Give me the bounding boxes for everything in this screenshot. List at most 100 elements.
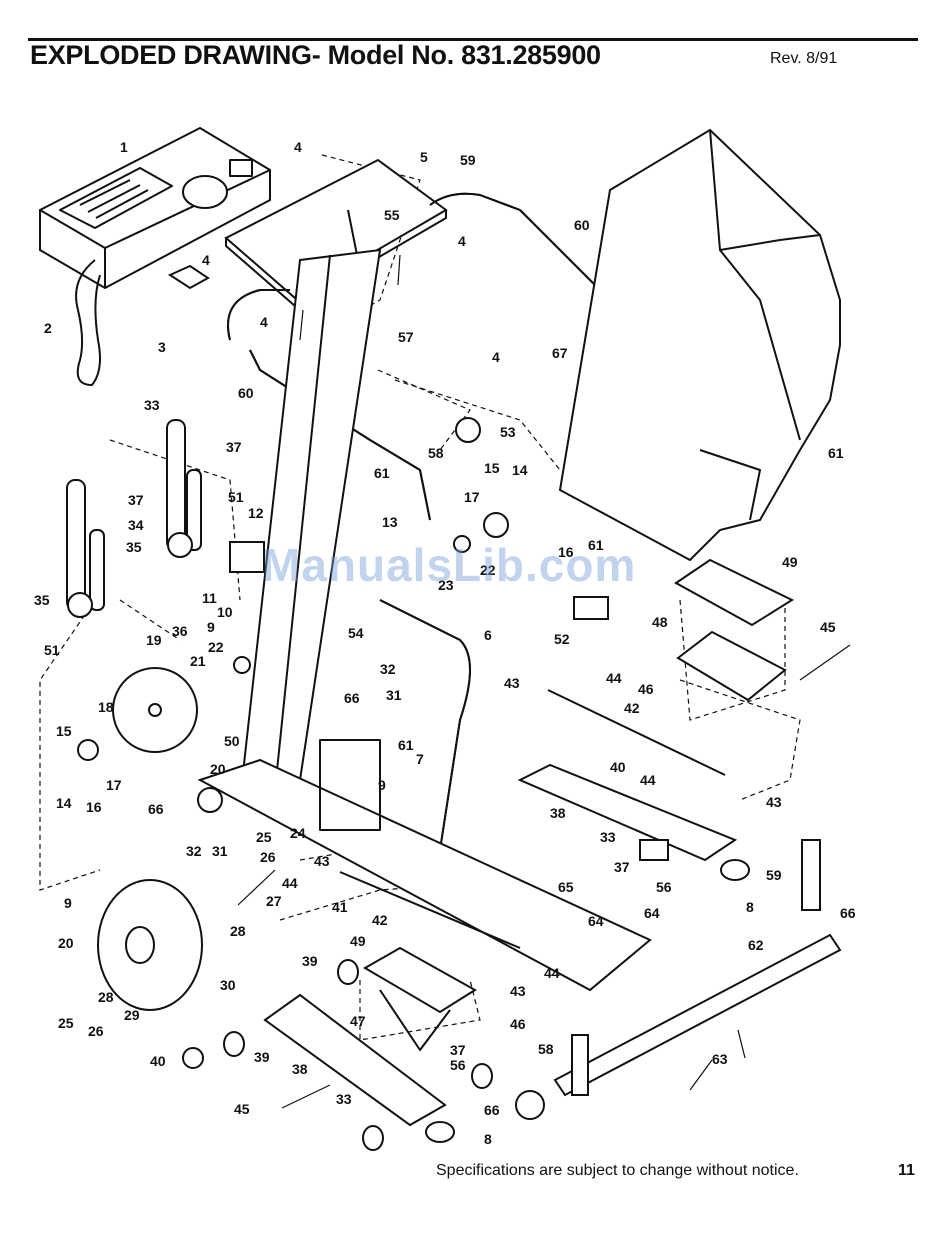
callout: 60 <box>574 217 590 233</box>
callout: 38 <box>292 1061 308 1077</box>
callout: 4 <box>260 314 268 330</box>
small-parts <box>182 417 750 1151</box>
callout: 37 <box>450 1042 466 1058</box>
callout: 57 <box>398 329 414 345</box>
callout: 19 <box>146 632 162 648</box>
callout: 58 <box>428 445 444 461</box>
callout: 39 <box>254 1049 270 1065</box>
callout: 61 <box>374 465 390 481</box>
callout: 61 <box>398 737 414 753</box>
callout: 66 <box>344 690 360 706</box>
callout: 42 <box>624 700 640 716</box>
callout: 17 <box>464 489 480 505</box>
pedal-arms <box>263 763 738 1127</box>
callout: 37 <box>614 859 630 875</box>
callout: 28 <box>98 989 114 1005</box>
callout: 25 <box>256 829 272 845</box>
callout: 33 <box>600 829 616 845</box>
callout-labels: 1 2 3 4 4 4 4 4 5 55 59 60 60 57 67 53 5… <box>34 139 856 1147</box>
callout: 59 <box>460 152 476 168</box>
base-frame <box>197 739 652 992</box>
bolts <box>237 254 851 1109</box>
callout: 4 <box>294 139 302 155</box>
callout: 43 <box>510 983 526 999</box>
pulley-assembly <box>77 656 251 1011</box>
callout: 30 <box>220 977 236 993</box>
footer-note: Specifications are subject to change wit… <box>436 1162 799 1179</box>
handlebar-part <box>227 192 611 521</box>
callout: 23 <box>438 577 454 593</box>
callout: 36 <box>172 623 188 639</box>
watermark-text: ManualsLib.com <box>262 539 637 591</box>
callout: 20 <box>58 935 74 951</box>
sensor-part <box>167 264 210 290</box>
callout: 27 <box>266 893 282 909</box>
callout: 9 <box>378 777 386 793</box>
callout: 6 <box>484 627 492 643</box>
callout: 53 <box>500 424 516 440</box>
callout: 66 <box>484 1102 500 1118</box>
callout: 66 <box>840 905 856 921</box>
callout: 39 <box>302 953 318 969</box>
foot-pedals <box>363 558 795 1051</box>
callout: 58 <box>538 1041 554 1057</box>
callout: 43 <box>504 675 520 691</box>
callout: 47 <box>350 1013 366 1029</box>
callout: 59 <box>766 867 782 883</box>
callout: 3 <box>158 339 166 355</box>
tube-58 <box>571 1034 589 1096</box>
callout: 40 <box>150 1053 166 1069</box>
callout: 60 <box>238 385 254 401</box>
callout: 33 <box>144 397 160 413</box>
callout: 15 <box>56 723 72 739</box>
callout: 10 <box>217 604 233 620</box>
callout: 8 <box>484 1131 492 1147</box>
callout: 37 <box>226 439 242 455</box>
callout: 14 <box>512 462 528 478</box>
callout: 56 <box>450 1057 466 1073</box>
callout: 55 <box>384 207 400 223</box>
callout: 64 <box>588 913 604 929</box>
callout: 56 <box>656 879 672 895</box>
callout: 28 <box>230 923 246 939</box>
callout: 54 <box>348 625 364 641</box>
callout: 5 <box>420 149 428 165</box>
callout: 25 <box>58 1015 74 1031</box>
callout: 51 <box>44 642 60 658</box>
callout: 7 <box>416 751 424 767</box>
callout: 63 <box>712 1051 728 1067</box>
page-title: EXPLODED DRAWING- Model No. 831.285900 <box>30 40 601 70</box>
callout: 45 <box>820 619 836 635</box>
callout: 43 <box>766 794 782 810</box>
callout: 31 <box>212 843 228 859</box>
callout: 66 <box>148 801 164 817</box>
rear-stabilizer <box>553 933 842 1097</box>
callout: 22 <box>208 639 224 655</box>
callout: 21 <box>190 653 206 669</box>
callout: 67 <box>552 345 568 361</box>
callout: 65 <box>558 879 574 895</box>
callout: 48 <box>652 614 668 630</box>
callout: 43 <box>314 853 330 869</box>
callout: 64 <box>644 905 660 921</box>
callout: 42 <box>372 912 388 928</box>
callout: 9 <box>207 619 215 635</box>
callout: 44 <box>544 965 560 981</box>
callout: 52 <box>554 631 570 647</box>
callout: 11 <box>202 590 217 606</box>
callout: 45 <box>234 1101 250 1117</box>
callout: 32 <box>186 843 202 859</box>
callout: 46 <box>510 1016 526 1032</box>
callout: 13 <box>382 514 398 530</box>
callout: 14 <box>56 795 72 811</box>
callout: 18 <box>98 699 114 715</box>
callout: 26 <box>260 849 276 865</box>
page-number: 11 <box>898 1162 915 1179</box>
console-part <box>39 126 271 386</box>
callout: 46 <box>638 681 654 697</box>
callout: 38 <box>550 805 566 821</box>
callout: 50 <box>224 733 240 749</box>
callout: 61 <box>828 445 844 461</box>
revision-label: Rev. 8/91 <box>770 50 838 67</box>
